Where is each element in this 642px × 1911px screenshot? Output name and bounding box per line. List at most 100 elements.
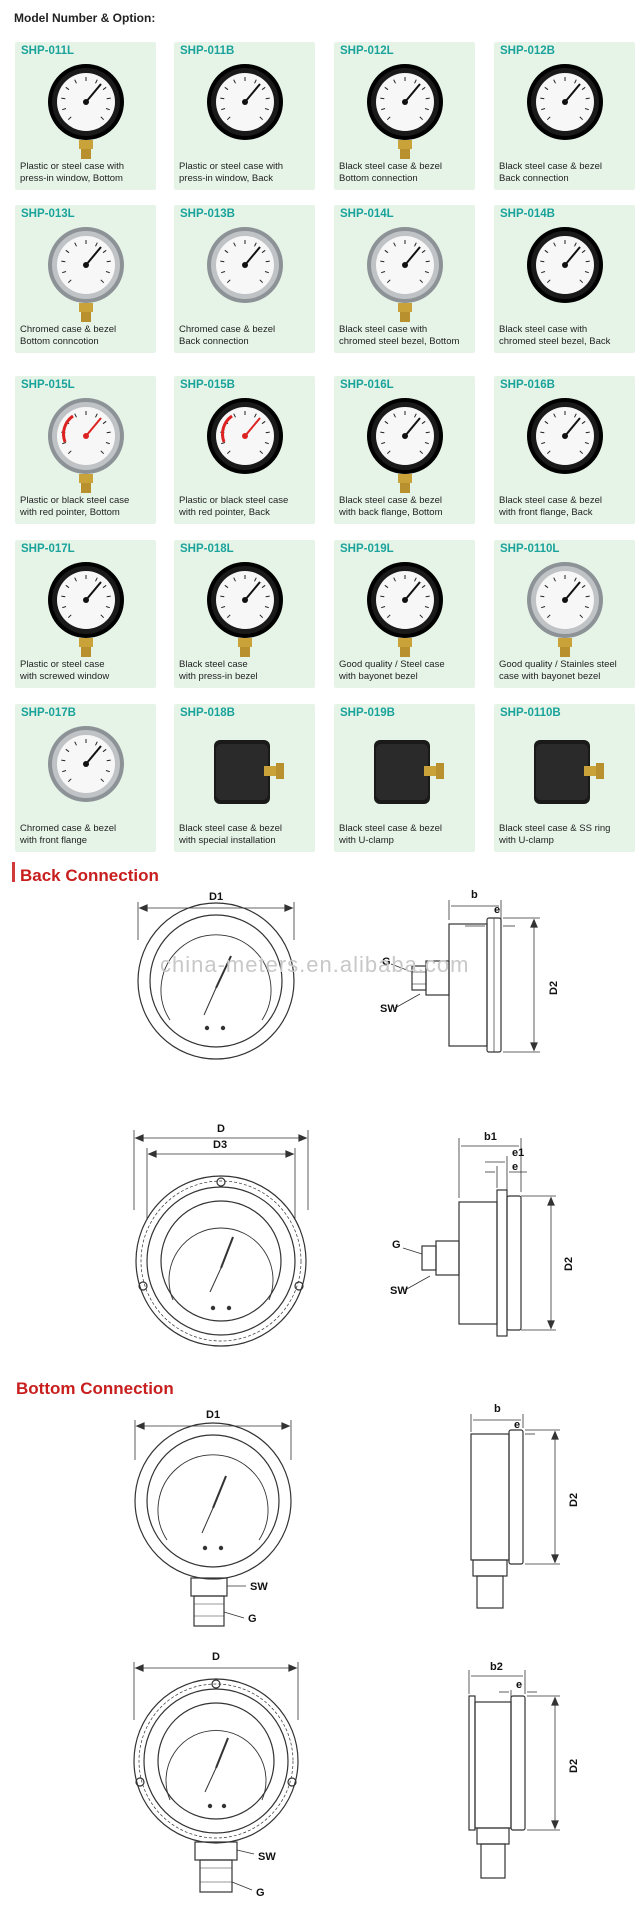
product-code: SHP-016B bbox=[500, 379, 555, 391]
gauge-image bbox=[367, 398, 443, 493]
description-line: Back connection bbox=[499, 172, 569, 184]
gauge-image bbox=[534, 740, 604, 804]
description-line: with front flange bbox=[20, 834, 88, 846]
front-view-back-d1 bbox=[137, 902, 295, 1060]
description-line: case with bayonet bezel bbox=[499, 670, 601, 682]
description-line: Black steel case & bezel bbox=[179, 823, 282, 834]
gauge-image bbox=[48, 64, 124, 159]
bottom-connection-drawing: D1 SW G b e D2 bbox=[133, 1403, 580, 1899]
page-title: Model Number & Option: bbox=[14, 11, 156, 25]
side-view-back-b bbox=[390, 900, 540, 1053]
front-view-flange bbox=[133, 1130, 309, 1347]
gauge-image bbox=[207, 398, 283, 474]
gauge-image bbox=[207, 227, 283, 303]
product-code: SHP-018L bbox=[180, 543, 234, 555]
gauge-image bbox=[48, 227, 124, 322]
product-code: SHP-014B bbox=[500, 208, 555, 220]
description-line: press-in window, Bottom bbox=[20, 172, 123, 184]
product-code: SHP-0110L bbox=[500, 543, 560, 555]
description-line: Black steel case & bezel bbox=[339, 161, 442, 172]
gauge-image bbox=[367, 64, 443, 159]
label-e1: e1 bbox=[512, 1147, 524, 1159]
description-line: with front flange, Back bbox=[499, 506, 593, 518]
description-line: Black steel case with bbox=[339, 324, 428, 335]
gauge-image bbox=[207, 562, 283, 657]
description-line: Good quality / Stainles steel bbox=[499, 659, 617, 670]
gauge-image bbox=[48, 726, 124, 802]
product-code: SHP-014L bbox=[340, 208, 394, 220]
description-line: with bayonet bezel bbox=[339, 670, 418, 682]
description-line: with U-clamp bbox=[499, 834, 554, 846]
description-line: with U-clamp bbox=[339, 834, 394, 846]
label-sw-lower: SW bbox=[390, 1285, 408, 1297]
label-b1: b1 bbox=[484, 1131, 497, 1143]
gauge-image bbox=[374, 740, 444, 804]
description-line: Plastic or steel case bbox=[20, 659, 105, 670]
description-line: Plastic or steel case with bbox=[20, 161, 125, 172]
side-view-bottom-b2 bbox=[468, 1670, 560, 1879]
bottom-connection-heading: Bottom Connection bbox=[16, 1379, 174, 1398]
description-line: Chromed case & bezel bbox=[20, 823, 117, 834]
label-d2: D2 bbox=[548, 981, 560, 995]
description-line: with press-in bezel bbox=[179, 670, 258, 682]
product-code: SHP-013B bbox=[180, 208, 235, 220]
product-code: SHP-011B bbox=[180, 45, 235, 57]
gauge-image bbox=[527, 64, 603, 140]
product-code: SHP-016L bbox=[340, 379, 394, 391]
product-code: SHP-0110B bbox=[500, 707, 561, 719]
description-line: with screwed window bbox=[20, 670, 110, 682]
product-code: SHP-013L bbox=[21, 208, 75, 220]
label-bottom-e: e bbox=[514, 1419, 520, 1431]
description-line: Black steel case & bezel bbox=[339, 495, 442, 506]
side-view-bottom-b bbox=[470, 1414, 560, 1609]
front-view-bottom-d bbox=[133, 1662, 299, 1893]
description-line: Black steel case & bezel bbox=[339, 823, 442, 834]
back-connection-heading: Back Connection bbox=[20, 866, 159, 885]
label-e-lower: e bbox=[512, 1161, 518, 1173]
product-code: SHP-015L bbox=[21, 379, 75, 391]
product-code: SHP-018B bbox=[180, 707, 235, 719]
description-line: Bottom connection bbox=[339, 172, 418, 184]
description-line: with special installation bbox=[179, 834, 276, 846]
product-code: SHP-012B bbox=[500, 45, 555, 57]
product-code: SHP-017B bbox=[21, 707, 76, 719]
gauge-image bbox=[214, 740, 284, 804]
product-code: SHP-019B bbox=[340, 707, 395, 719]
description-line: Plastic or black steel case bbox=[20, 495, 130, 506]
description-line: Good quality / Steel case bbox=[339, 659, 445, 670]
